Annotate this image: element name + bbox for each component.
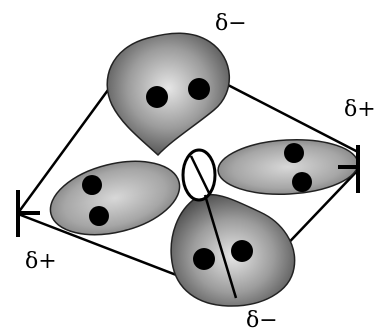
charge-label-right: δ+ <box>344 97 376 122</box>
electron-dot <box>193 248 215 270</box>
lobe-right <box>217 139 359 195</box>
electron-dot <box>284 143 304 163</box>
lobe-left-shape <box>49 160 181 236</box>
lobe-top-shape <box>106 32 230 157</box>
charge-label-bottom: δ− <box>246 308 278 333</box>
electron-dot <box>188 78 210 100</box>
lobe-left <box>49 160 181 236</box>
end-bar-left-icon <box>16 190 40 237</box>
electron-dot <box>89 206 109 226</box>
end-bar-right-icon <box>338 145 360 193</box>
electron-dot <box>292 172 312 192</box>
electron-dot <box>82 175 102 195</box>
electron-dot <box>146 86 168 108</box>
bond-line-top-right <box>227 83 359 154</box>
lobe-top <box>106 32 230 157</box>
charge-label-top: δ− <box>215 11 247 36</box>
center-ellipse-icon <box>181 148 217 202</box>
bond-line-center-bottom <box>203 194 238 299</box>
electron-dot <box>231 240 253 262</box>
lobe-bottom <box>170 193 296 307</box>
charge-label-left: δ+ <box>25 249 57 274</box>
bond-line-top-left <box>16 89 110 214</box>
